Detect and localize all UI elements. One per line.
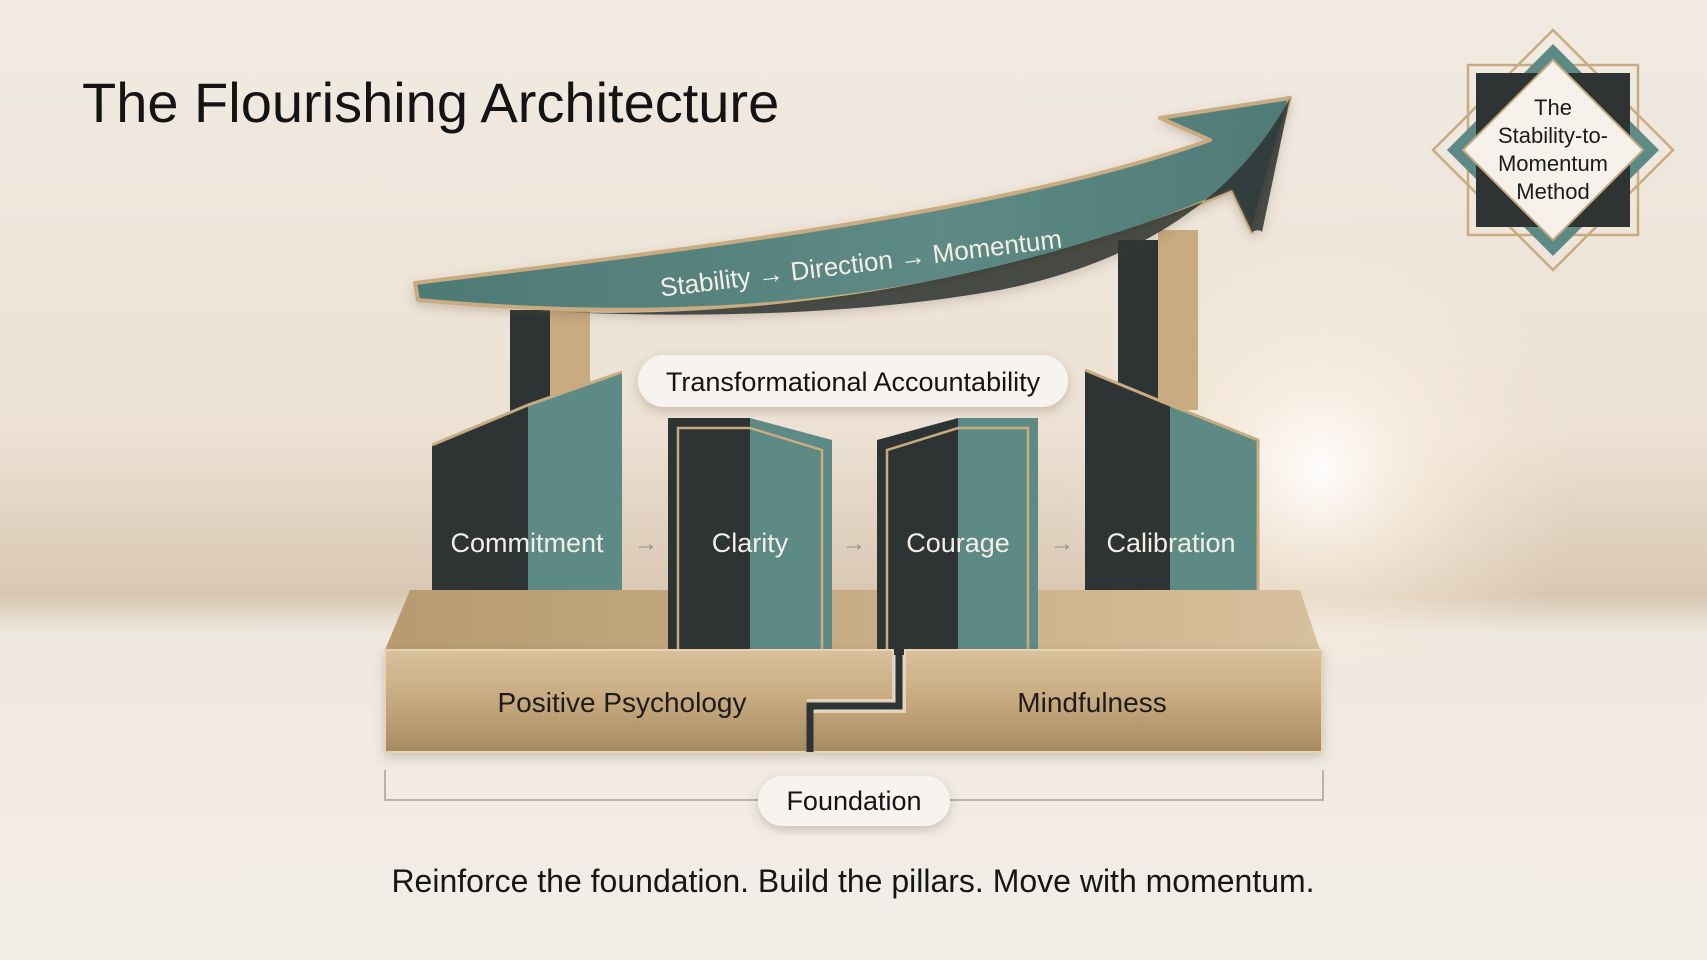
foundation-pill [758,776,950,826]
badge-line-3: Momentum [1498,151,1608,176]
base-label-mindfulness: Mindfulness [1017,687,1166,718]
base-label-positive-psychology: Positive Psychology [497,687,746,718]
pillar-label-clarity: Clarity [712,528,789,558]
pillar-courage-shape [877,418,1038,655]
arrow-post-right-dark [1118,240,1158,410]
pillar-separator-1: → [634,530,658,557]
arrow-post-right-gold [1158,230,1198,410]
momentum-arrow [413,96,1292,315]
pillar-label-calibration: Calibration [1106,528,1235,558]
badge-core [1461,58,1645,242]
accountability-pill [638,355,1068,407]
page-title: The Flourishing Architecture [82,71,779,134]
badge-line-1: The [1534,95,1572,120]
pillar-label-courage: Courage [906,528,1010,558]
method-badge: The Stability-to- Momentum Method [1431,28,1675,272]
foundation-pill-bg [758,776,950,826]
pillar-separator-3: → [1050,530,1074,557]
pillar-separator-2: → [842,530,866,557]
pillar-clarity-shape [668,418,832,655]
pillar-label-commitment: Commitment [450,528,604,558]
foundation-label: Foundation [786,786,921,816]
base-block-left [384,649,894,753]
accountability-pill-bg [638,355,1068,407]
badge-diamond [1431,28,1675,272]
base-seam [806,650,903,752]
badge-line-2: Stability-to- [1498,123,1608,148]
badge-line-4: Method [1516,179,1589,204]
base-back-ledge [385,590,1320,650]
accountability-label: Transformational Accountability [666,367,1041,397]
tagline: Reinforce the foundation. Build the pill… [391,863,1314,899]
